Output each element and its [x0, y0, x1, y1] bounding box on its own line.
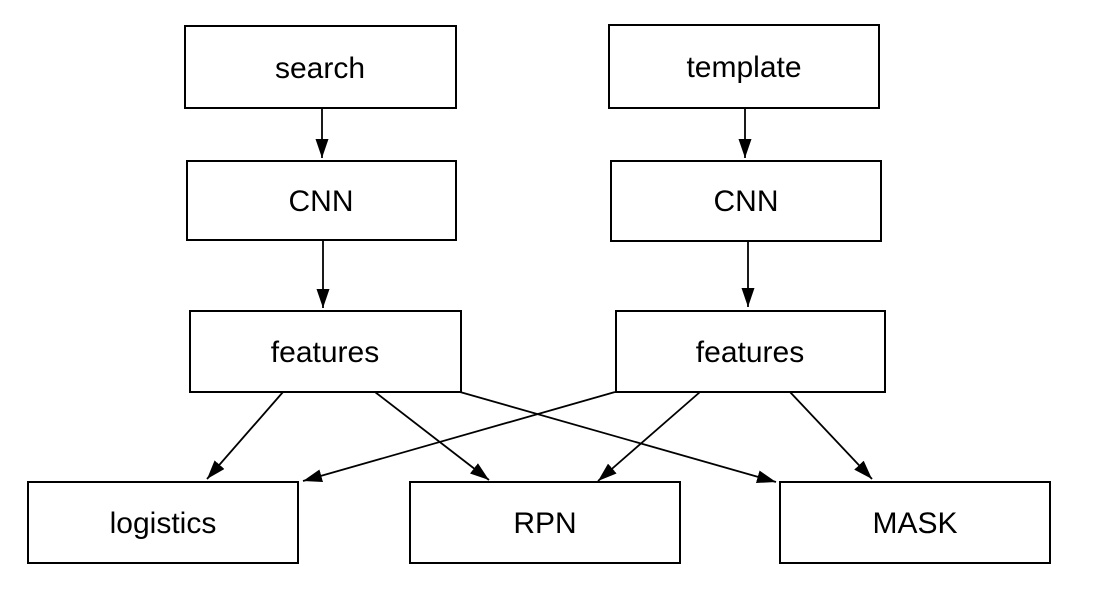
- node-cnn-right-label: CNN: [714, 185, 779, 218]
- node-logistics-box: [27, 481, 299, 564]
- node-logistics: logistics: [27, 481, 299, 564]
- edge-features-right-to-mask: [789, 391, 873, 480]
- node-features-left-label: features: [271, 336, 379, 369]
- edge-features-left-to-rpn: [374, 391, 490, 481]
- node-features-left-box: [189, 310, 462, 393]
- node-search-label: search: [275, 52, 365, 85]
- node-cnn-right: CNN: [610, 160, 882, 242]
- node-features-left: features: [189, 310, 462, 393]
- node-template-label: template: [686, 51, 801, 84]
- node-mask-box: [779, 481, 1051, 564]
- node-cnn-right-box: [610, 160, 882, 242]
- nodes: search template CNN CNN features feature: [27, 24, 1051, 564]
- edge-features-left-to-logistics: [206, 391, 284, 480]
- edges: [206, 108, 873, 484]
- node-mask-label: MASK: [872, 507, 957, 540]
- node-rpn-box: [409, 481, 681, 564]
- edge-features-right-to-rpn: [597, 391, 701, 482]
- edge-features-left-to-mask: [459, 391, 777, 484]
- node-logistics-label: logistics: [110, 507, 217, 540]
- node-search-box: [184, 25, 457, 109]
- edge-features-right-to-logistics: [302, 391, 616, 483]
- node-features-right-label: features: [696, 336, 804, 369]
- node-cnn-left-label: CNN: [289, 185, 354, 218]
- node-template: template: [608, 24, 880, 109]
- node-cnn-left-box: [186, 160, 457, 241]
- node-rpn: RPN: [409, 481, 681, 564]
- node-search: search: [184, 25, 457, 109]
- node-template-box: [608, 24, 880, 109]
- node-features-right: features: [615, 310, 886, 393]
- node-features-right-box: [615, 310, 886, 393]
- node-mask: MASK: [779, 481, 1051, 564]
- node-cnn-left: CNN: [186, 160, 457, 241]
- node-rpn-label: RPN: [513, 507, 576, 540]
